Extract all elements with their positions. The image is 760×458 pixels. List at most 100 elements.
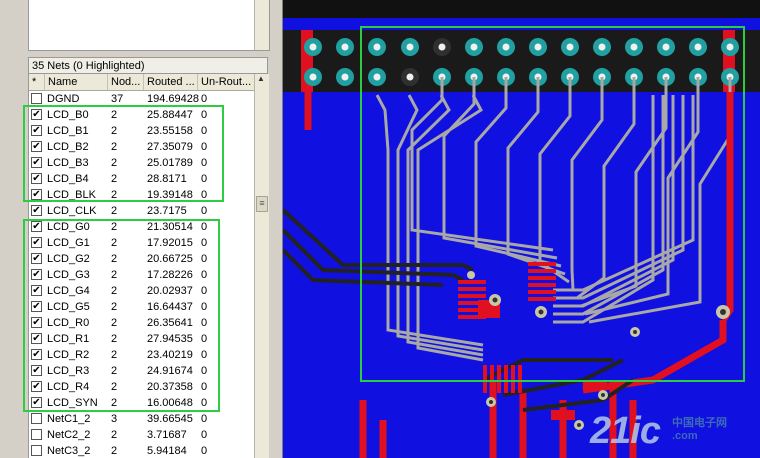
net-nodes: 2 (111, 253, 118, 265)
net-checkbox-cell[interactable]: ✔ (29, 203, 45, 219)
column-header-nodes[interactable]: Nod... (108, 74, 144, 90)
net-checkbox-cell[interactable]: ✔ (29, 187, 45, 203)
pcb-layout-view[interactable] (283, 0, 760, 458)
net-name: LCD_G4 (47, 285, 90, 297)
net-checkbox-cell[interactable]: ✔ (29, 379, 45, 395)
net-checkbox[interactable]: ✔ (31, 365, 42, 376)
net-checkbox[interactable]: ✔ (31, 189, 42, 200)
net-checkbox-cell[interactable]: ✔ (29, 123, 45, 139)
net-checkbox-cell[interactable]: ✔ (29, 395, 45, 411)
net-checkbox-cell[interactable]: ✔ (29, 155, 45, 171)
nets-grid[interactable]: * Name/ Nod... Routed ... Un-Rout... DGN… (28, 74, 269, 458)
net-checkbox-cell[interactable] (29, 91, 45, 107)
connector-pad-hole (309, 73, 317, 81)
net-checkbox[interactable]: ✔ (31, 269, 42, 280)
net-name: LCD_CLK (47, 205, 97, 217)
net-checkbox[interactable]: ✔ (31, 221, 42, 232)
net-checkbox-cell[interactable] (29, 427, 45, 443)
net-checkbox-cell[interactable]: ✔ (29, 267, 45, 283)
net-checkbox[interactable]: ✔ (31, 125, 42, 136)
net-checkbox[interactable] (31, 93, 42, 104)
net-checkbox[interactable]: ✔ (31, 397, 42, 408)
net-checkbox-cell[interactable] (29, 443, 45, 458)
net-checkbox[interactable]: ✔ (31, 301, 42, 312)
nets-panel-title: 35 Nets (0 Highlighted) (28, 57, 268, 74)
net-checkbox[interactable]: ✔ (31, 141, 42, 152)
net-checkbox[interactable]: ✔ (31, 157, 42, 168)
net-checkbox-cell[interactable]: ✔ (29, 283, 45, 299)
dark-signal-traces (283, 208, 635, 412)
net-checkbox[interactable]: ✔ (31, 205, 42, 216)
top-list-pane[interactable] (28, 0, 270, 51)
connector-pad-hole (373, 73, 381, 81)
net-unrouted-length: 0 (201, 445, 208, 457)
net-checkbox-cell[interactable]: ✔ (29, 219, 45, 235)
column-header-unrouted[interactable]: Un-Rout... (198, 74, 255, 90)
net-checkbox-cell[interactable]: ✔ (29, 331, 45, 347)
scrollbar-thumb[interactable]: ≡ (256, 196, 268, 212)
net-checkbox[interactable]: ✔ (31, 349, 42, 360)
net-checkbox-cell[interactable]: ✔ (29, 235, 45, 251)
net-name: DGND (47, 93, 80, 105)
net-checkbox-cell[interactable]: ✔ (29, 315, 45, 331)
net-checkbox-cell[interactable]: ✔ (29, 363, 45, 379)
net-routed-length: 17.28226 (147, 269, 193, 281)
net-name: LCD_B0 (47, 109, 89, 121)
net-checkbox[interactable]: ✔ (31, 285, 42, 296)
column-header-name[interactable]: Name/ (45, 74, 108, 90)
net-name: LCD_G2 (47, 253, 90, 265)
scroll-up-icon[interactable]: ▲ (257, 74, 265, 83)
net-checkbox[interactable]: ✔ (31, 317, 42, 328)
net-checkbox-cell[interactable]: ✔ (29, 347, 45, 363)
net-checkbox[interactable]: ✔ (31, 253, 42, 264)
net-name: LCD_B3 (47, 157, 89, 169)
net-checkbox-cell[interactable]: ✔ (29, 139, 45, 155)
connector-pad-hole (566, 43, 574, 51)
top-pane-scrollbar[interactable] (254, 0, 269, 50)
net-checkbox[interactable] (31, 429, 42, 440)
lcd-net-trace (570, 77, 604, 291)
net-routed-length: 27.35079 (147, 141, 193, 153)
grid-scrollbar[interactable]: ▲ ≡ (254, 74, 269, 458)
net-checkbox[interactable] (31, 445, 42, 456)
net-checkbox[interactable]: ✔ (31, 381, 42, 392)
net-checkbox[interactable] (31, 413, 42, 424)
net-checkbox-cell[interactable]: ✔ (29, 251, 45, 267)
net-checkbox[interactable]: ✔ (31, 173, 42, 184)
column-header-routed[interactable]: Routed ... (144, 74, 198, 90)
net-checkbox[interactable]: ✔ (31, 109, 42, 120)
net-checkbox-cell[interactable] (29, 411, 45, 427)
column-header-star[interactable]: * (29, 74, 45, 90)
net-checkbox-cell[interactable]: ✔ (29, 171, 45, 187)
net-checkbox[interactable]: ✔ (31, 237, 42, 248)
net-checkbox[interactable]: ✔ (31, 333, 42, 344)
net-checkbox-cell[interactable]: ✔ (29, 299, 45, 315)
watermark-text: 中国电子网.com (672, 417, 727, 442)
net-unrouted-length: 0 (201, 157, 208, 169)
net-checkbox-cell[interactable]: ✔ (29, 107, 45, 123)
net-nodes: 2 (111, 381, 118, 393)
